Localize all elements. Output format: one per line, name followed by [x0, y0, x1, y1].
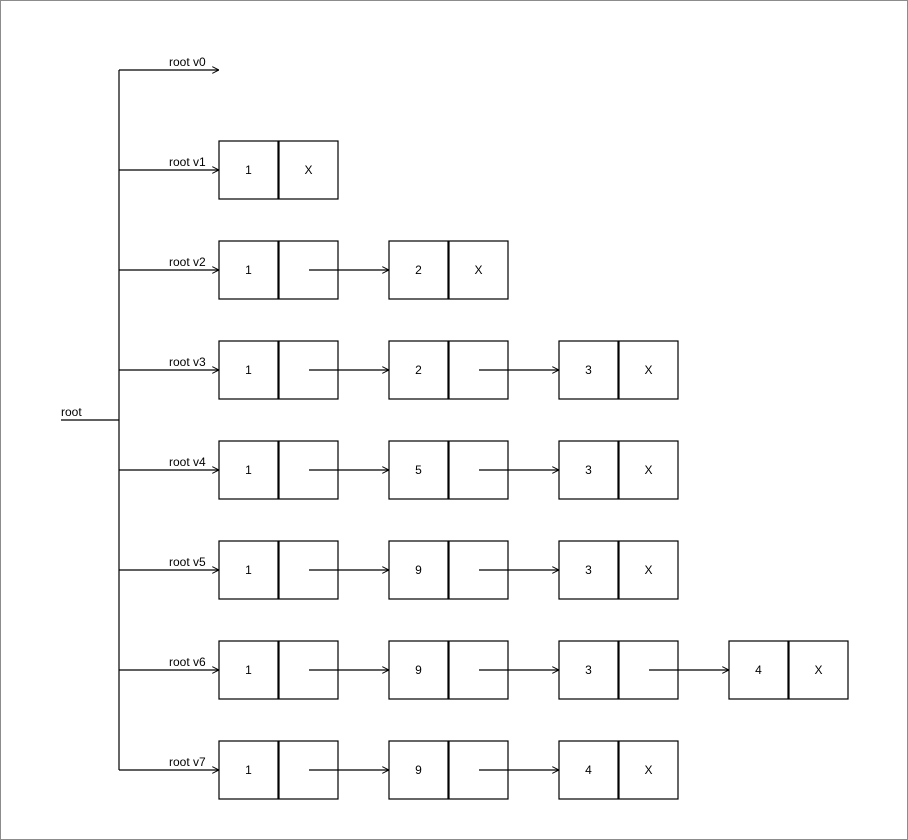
node-next-cell [448, 240, 509, 300]
node-value-text: 3 [585, 363, 592, 377]
node-value-cell [388, 740, 449, 800]
node-value-text: 1 [245, 363, 252, 377]
list-node: 1 [218, 640, 389, 700]
node-value-cell [558, 340, 619, 400]
node-value-text: 9 [415, 563, 422, 577]
list-node: 1 [218, 740, 389, 800]
version-label: root v3 [169, 355, 206, 369]
node-value-cell [388, 240, 449, 300]
node-value-text: 1 [245, 163, 252, 177]
null-terminator-text: X [304, 163, 312, 177]
node-value-text: 1 [245, 263, 252, 277]
list-node: 3 [558, 640, 729, 700]
node-next-cell [788, 640, 849, 700]
null-terminator-text: X [644, 463, 652, 477]
node-next-cell [618, 340, 679, 400]
node-next-cell [278, 140, 339, 200]
node-value-cell [218, 540, 279, 600]
node-value-cell [218, 640, 279, 700]
node-value-text: 4 [585, 763, 592, 777]
node-value-text: 9 [415, 663, 422, 677]
version-label: root v4 [169, 455, 206, 469]
list-node: 1 [218, 540, 389, 600]
list-node: 1 [218, 240, 389, 300]
node-value-cell [728, 640, 789, 700]
list-node: 5 [388, 440, 559, 500]
node-value-cell [558, 640, 619, 700]
list-node: 9 [388, 640, 559, 700]
list-node: 1 [218, 340, 389, 400]
version-label: root v0 [169, 55, 206, 69]
root-group: root [61, 405, 119, 421]
node-value-text: 4 [755, 663, 762, 677]
version-row-v0: root v0 [119, 55, 219, 70]
version-label: root v7 [169, 755, 206, 769]
node-value-text: 5 [415, 463, 422, 477]
version-label: root v1 [169, 155, 206, 169]
null-terminator-text: X [814, 663, 822, 677]
node-value-text: 3 [585, 663, 592, 677]
node-value-cell [388, 340, 449, 400]
list-node: 1 [218, 440, 389, 500]
node-value-cell [218, 340, 279, 400]
node-value-cell [388, 640, 449, 700]
node-value-text: 1 [245, 763, 252, 777]
node-value-cell [388, 440, 449, 500]
node-next-cell [618, 740, 679, 800]
node-value-cell [218, 440, 279, 500]
node-value-cell [558, 740, 619, 800]
node-next-cell [618, 440, 679, 500]
version-label: root v6 [169, 655, 206, 669]
node-value-text: 9 [415, 763, 422, 777]
list-node: 9 [388, 540, 559, 600]
version-label: root v5 [169, 555, 206, 569]
node-value-text: 1 [245, 563, 252, 577]
node-value-text: 2 [415, 363, 422, 377]
node-value-text: 1 [245, 463, 252, 477]
node-value-cell [218, 740, 279, 800]
node-value-cell [558, 540, 619, 600]
node-value-cell [218, 140, 279, 200]
node-value-cell [218, 240, 279, 300]
node-value-text: 3 [585, 563, 592, 577]
list-node: 2 [388, 340, 559, 400]
node-value-text: 3 [585, 463, 592, 477]
node-value-text: 2 [415, 263, 422, 277]
node-value-text: 1 [245, 663, 252, 677]
list-node: 9 [388, 740, 559, 800]
node-value-cell [558, 440, 619, 500]
null-terminator-text: X [644, 563, 652, 577]
node-next-cell [618, 540, 679, 600]
null-terminator-text: X [644, 763, 652, 777]
node-value-cell [388, 540, 449, 600]
version-label: root v2 [169, 255, 206, 269]
root-label: root [61, 405, 82, 419]
null-terminator-text: X [644, 363, 652, 377]
null-terminator-text: X [474, 263, 482, 277]
